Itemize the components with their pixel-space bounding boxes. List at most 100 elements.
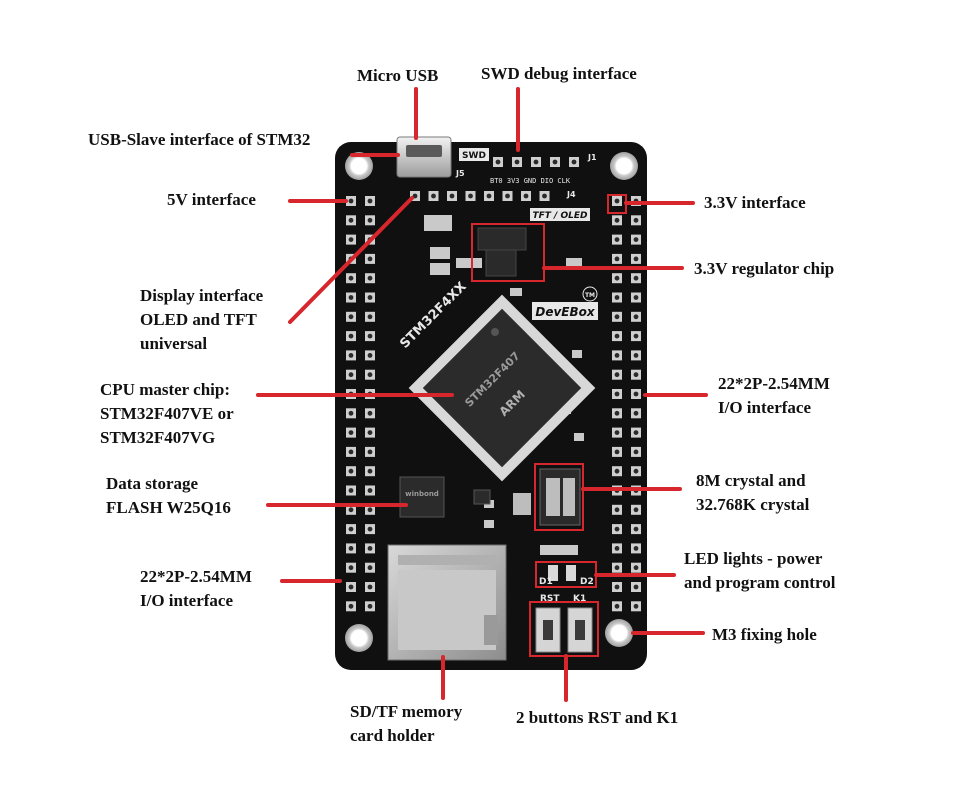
header-pin-hole xyxy=(614,353,620,358)
label-micro-usb: Micro USB xyxy=(357,64,438,88)
led-lights: D1 D2 xyxy=(539,565,594,587)
label-display-line3: universal xyxy=(140,334,208,353)
header-pin-hole xyxy=(633,565,639,571)
label-sd: SD/TF memory card holder xyxy=(350,700,462,748)
header-pin-hole xyxy=(614,198,620,204)
label-display-line1: Display interface xyxy=(140,286,264,305)
highlight-regulator xyxy=(471,223,545,282)
header-pin-hole xyxy=(486,193,492,199)
label-crystal-line1: 8M crystal and xyxy=(696,471,806,490)
flash-chip-brand: winbond xyxy=(405,490,439,498)
header-pin-hole xyxy=(633,256,639,262)
label-led: LED lights - power and program control xyxy=(684,547,835,595)
header-pin-hole xyxy=(523,193,529,199)
header-pin-hole xyxy=(367,507,373,513)
brand-silk-text: DevEBox xyxy=(535,305,596,319)
header-pin-hole xyxy=(367,372,373,378)
cpu-master-chip: STM32F407 ARM xyxy=(408,294,596,482)
crystals xyxy=(513,468,581,526)
micro-usb-connector xyxy=(396,136,452,178)
label-regulator: 3.3V regulator chip xyxy=(694,257,834,281)
header-pin-hole xyxy=(514,159,520,165)
header-pin-hole xyxy=(633,449,639,455)
d2-silk: D2 xyxy=(580,577,594,587)
swd-pin-names: BT0 3V3 GND DIO CLK xyxy=(490,177,571,185)
header-pin-hole xyxy=(552,159,558,165)
header-pin-hole xyxy=(633,546,639,551)
header-pin-hole xyxy=(348,507,354,513)
header-pin-hole xyxy=(614,526,620,532)
header-pin-hole xyxy=(348,488,354,493)
swd-silk-text: SWD xyxy=(462,151,486,161)
j5-silk: J5 xyxy=(455,169,465,178)
buttons-rst-k1: RST K1 xyxy=(535,594,593,653)
header-pin-hole xyxy=(614,237,620,243)
header-pin-hole xyxy=(367,410,373,416)
label-micro-usb-line1: Micro USB xyxy=(357,66,439,85)
header-pin-hole xyxy=(348,295,354,300)
header-pin-hole xyxy=(367,314,373,320)
header-pin-hole xyxy=(633,237,639,243)
header-pin-hole xyxy=(367,449,373,455)
header-pin-hole xyxy=(348,526,354,532)
transistor-q1 xyxy=(473,489,491,505)
header-pin-hole xyxy=(367,198,373,204)
rst-silk: RST xyxy=(540,594,560,604)
brand-silk-box: DevEBox TM xyxy=(532,286,598,320)
label-io-right-line1: 22*2P-2.54MM xyxy=(718,374,830,393)
regulator-chip xyxy=(477,227,527,277)
header-pin-hole xyxy=(633,275,639,281)
header-pin-hole xyxy=(633,603,639,609)
highlight-crystals xyxy=(534,463,584,531)
label-sd-line1: SD/TF memory xyxy=(350,702,463,721)
header-pin-hole xyxy=(348,198,354,204)
right-io-header xyxy=(612,196,641,612)
header-pin-hole xyxy=(614,275,620,281)
header-pin-hole xyxy=(348,372,354,378)
header-pin-hole xyxy=(431,193,436,199)
label-buttons: 2 buttons RST and K1 xyxy=(516,706,678,730)
tft-oled-silk-box: TFT / OLED xyxy=(530,208,590,221)
header-pin-hole xyxy=(367,584,373,590)
label-buttons-line1: 2 buttons RST and K1 xyxy=(516,708,679,727)
label-led-line2: and program control xyxy=(684,573,836,592)
header-pin-hole xyxy=(614,372,620,378)
header-pin-hole xyxy=(614,314,620,320)
header-pin-hole xyxy=(614,333,620,339)
header-pin-hole xyxy=(633,372,639,378)
header-pin-hole xyxy=(348,410,354,416)
header-pin-hole xyxy=(633,391,639,397)
header-pin-hole xyxy=(633,314,639,320)
header-pin-hole xyxy=(367,275,373,281)
label-crystal: 8M crystal and 32.768K crystal xyxy=(696,469,809,517)
header-pin-hole xyxy=(614,217,620,223)
d1-silk: D1 xyxy=(539,577,553,587)
header-pin-hole xyxy=(614,391,620,397)
swd-header-j1 xyxy=(493,157,579,167)
header-pin-hole xyxy=(614,410,620,416)
header-pin-hole xyxy=(533,159,539,165)
header-pin-hole xyxy=(495,159,501,165)
label-swd: SWD debug interface xyxy=(481,62,637,86)
display-header-j4 xyxy=(410,191,550,201)
header-pin-hole xyxy=(449,193,455,199)
header-pin-hole xyxy=(367,468,373,474)
header-pin-hole xyxy=(633,333,639,339)
header-pin-hole xyxy=(633,430,639,435)
tm-silk-text: TM xyxy=(585,292,595,299)
j4-silk: J4 xyxy=(566,190,576,199)
header-pin-hole xyxy=(614,295,620,300)
header-pin-hole xyxy=(348,468,354,474)
label-cpu-line3: STM32F407VG xyxy=(100,428,216,447)
label-flash-line2: FLASH W25Q16 xyxy=(106,498,231,517)
label-cpu-line2: STM32F407VE or xyxy=(100,404,234,423)
header-pin-hole xyxy=(614,546,620,551)
label-led-line1: LED lights - power xyxy=(684,549,823,568)
label-3v3: 3.3V interface xyxy=(704,191,806,215)
header-pin-hole xyxy=(348,217,354,223)
label-usb-slave-line1: USB-Slave interface of STM32 xyxy=(88,130,311,149)
header-pin-hole xyxy=(614,507,620,513)
header-pin-hole xyxy=(633,410,639,416)
header-pin-hole xyxy=(367,565,373,571)
